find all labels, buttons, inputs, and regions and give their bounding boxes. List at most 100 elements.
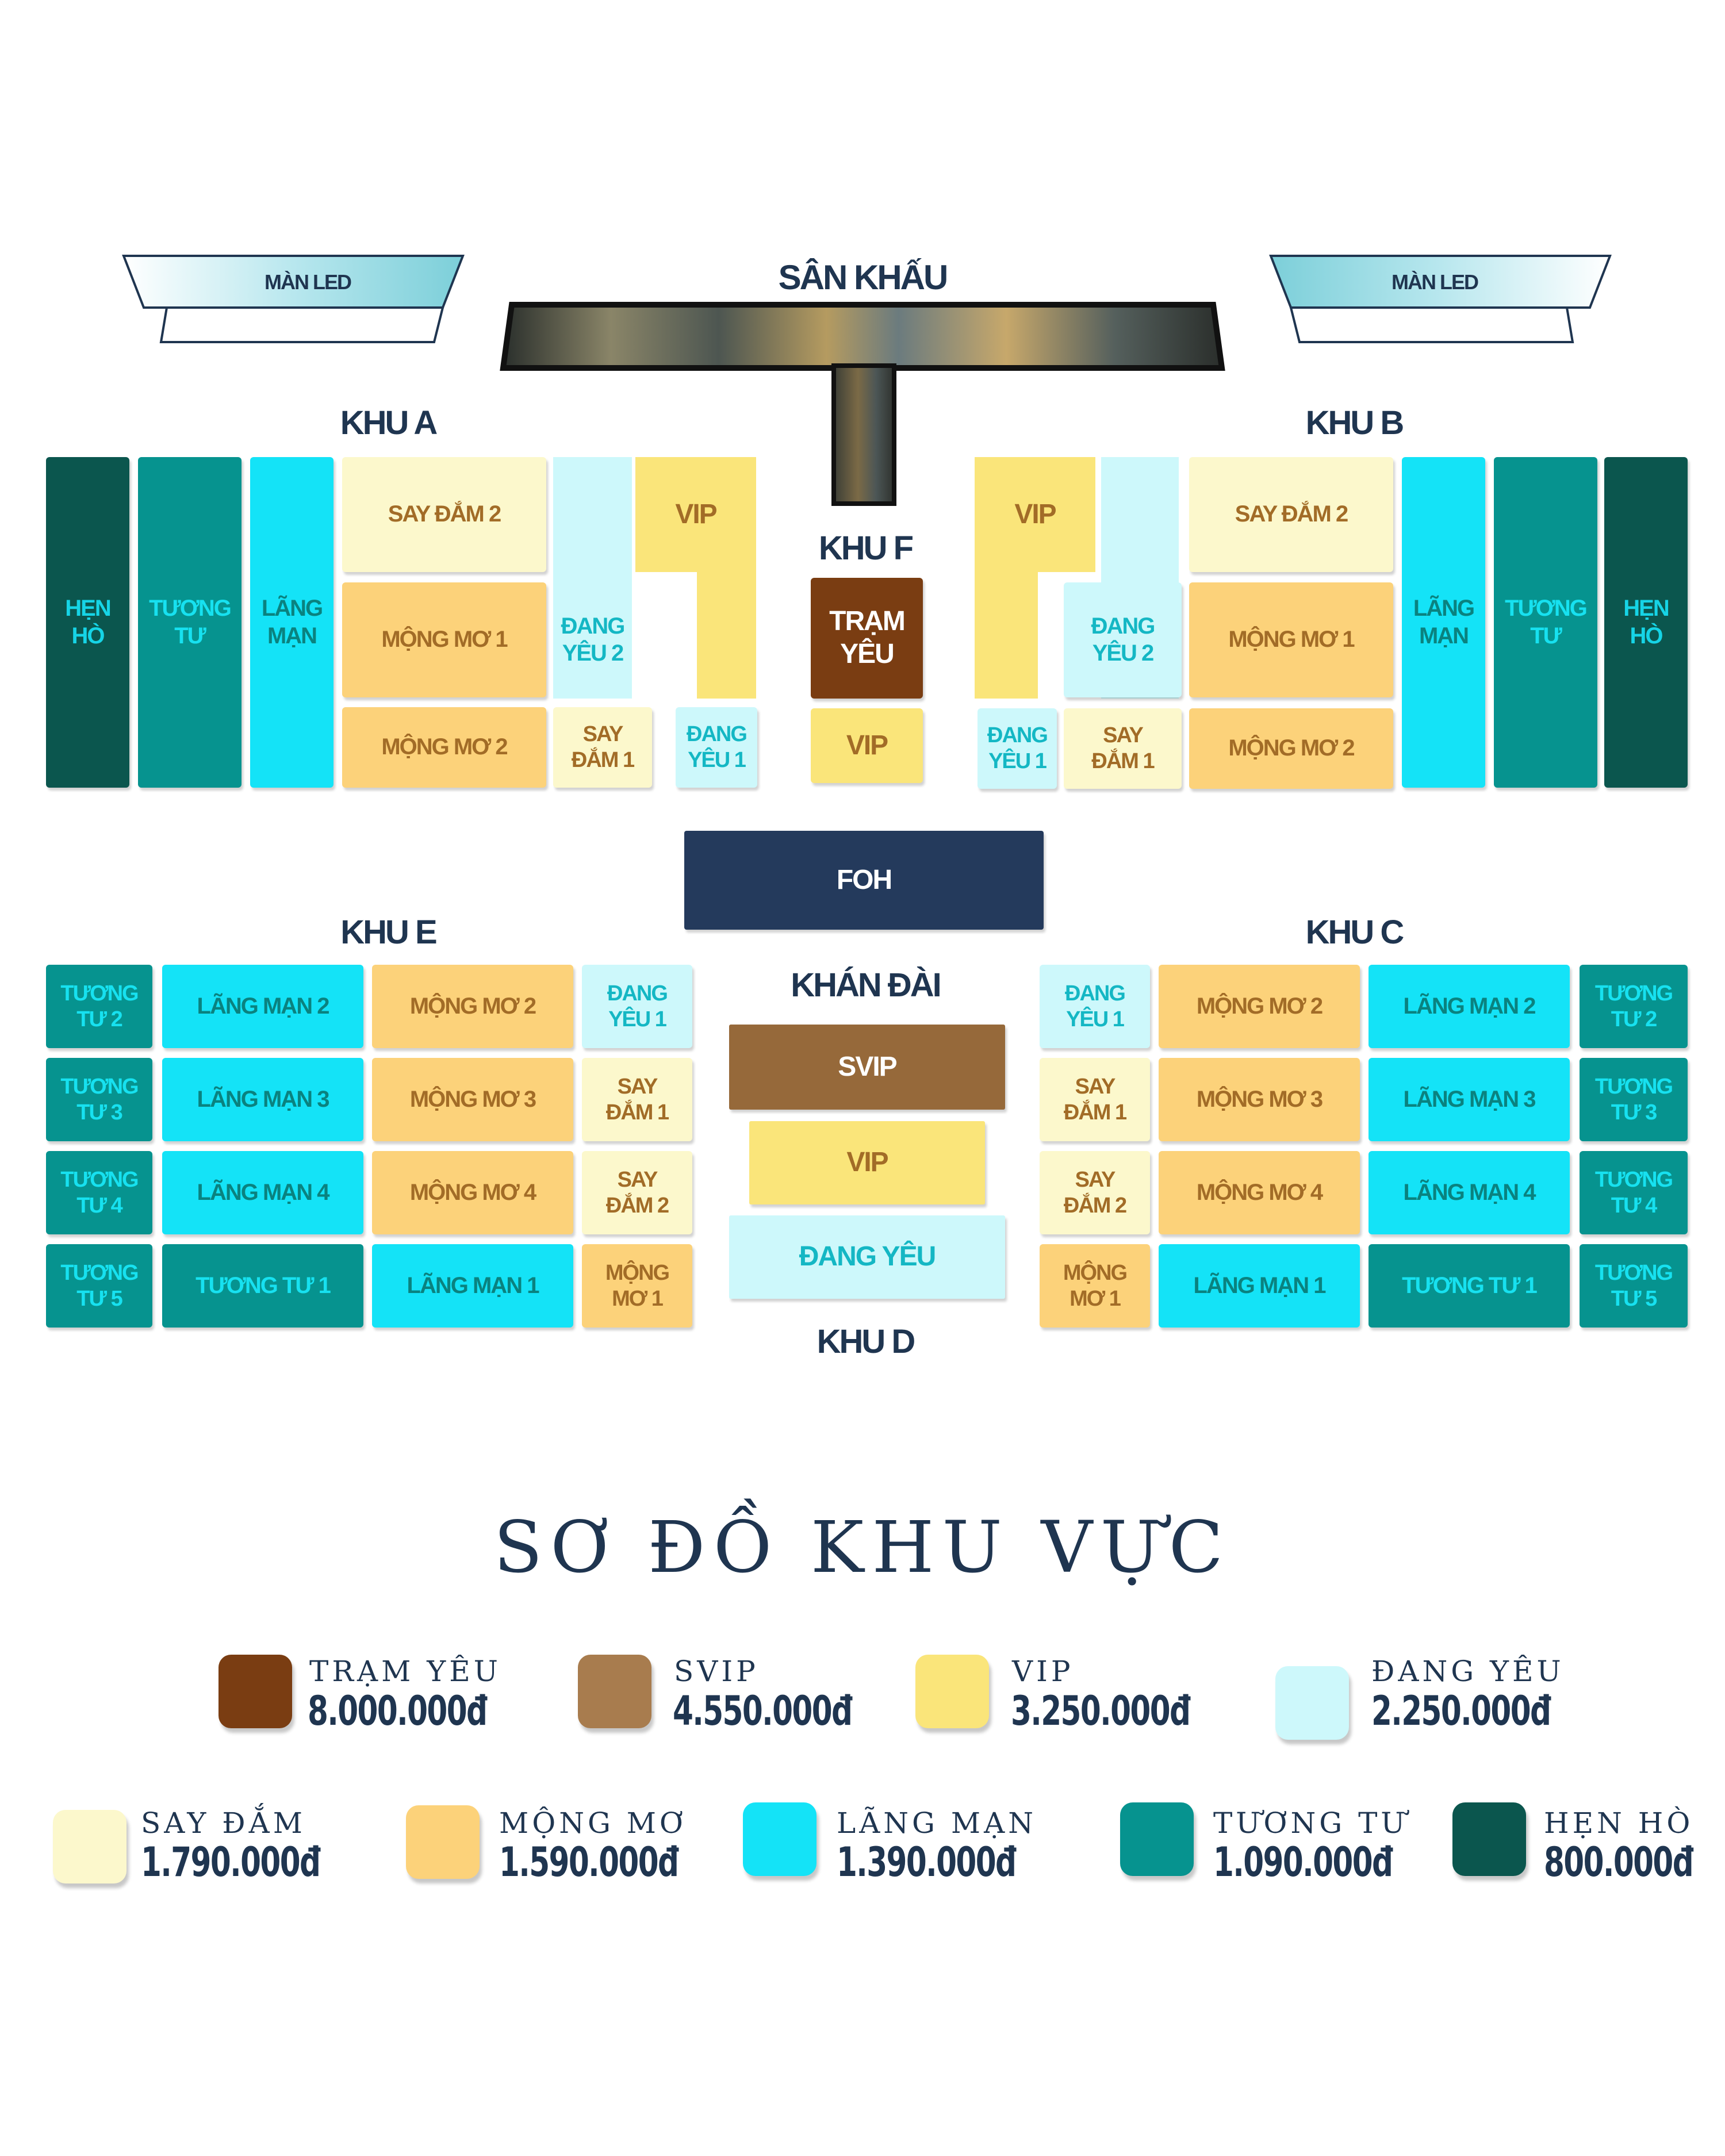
seat-c-mong-mo-4[interactable]: MỘNG MƠ 4 [1159, 1151, 1360, 1234]
led-right-label: MÀN LED [1392, 270, 1479, 294]
zone-label-e: KHU E [340, 914, 437, 951]
stage-area [122, 255, 1612, 506]
seat-d-dang-yeu[interactable]: ĐANG YÊU [729, 1215, 1005, 1299]
seat-e-tuong-tu-5[interactable]: TƯƠNG TƯ 5 [46, 1244, 152, 1328]
legend-price-hen-ho: 800.000đ [1544, 1839, 1694, 1886]
seat-b-vip-shape[interactable] [975, 457, 1101, 699]
seat-a-say-dam-2[interactable]: SAY ĐẮM 2 [342, 457, 546, 572]
legend-price-dang-yeu: 2.250.000đ [1371, 1687, 1551, 1735]
seat-b-mong-mo-2[interactable]: MỘNG MƠ 2 [1189, 708, 1393, 789]
led-screen-right [1269, 255, 1612, 343]
seat-e-mong-mo-3[interactable]: MỘNG MƠ 3 [372, 1058, 573, 1141]
seat-e-dang-yeu-1[interactable]: ĐANG YÊU 1 [582, 965, 692, 1048]
seat-f-vip[interactable]: VIP [811, 708, 923, 783]
legend-swatch-mong-mo [406, 1805, 480, 1879]
seat-a-hen-ho[interactable]: HẸN HÒ [46, 457, 129, 788]
seat-f-tram-yeu[interactable]: TRẠM YÊU [811, 578, 923, 699]
seat-c-lang-man-4[interactable]: LÃNG MẠN 4 [1368, 1151, 1570, 1234]
legend-price-lang-man: 1.390.000đ [837, 1839, 1017, 1886]
seat-b-hen-ho[interactable]: HẸN HÒ [1604, 457, 1688, 788]
seat-c-lang-man-2[interactable]: LÃNG MẠN 2 [1368, 965, 1570, 1048]
seat-c-tuong-tu-4[interactable]: TƯƠNG TƯ 4 [1580, 1151, 1688, 1234]
led-screen-left [122, 255, 465, 343]
legend-name-dang-yeu: ĐANG YÊU [1371, 1655, 1565, 1688]
seat-c-dang-yeu-1[interactable]: ĐANG YÊU 1 [1040, 965, 1150, 1048]
legend-name-tuong-tu: TƯƠNG TƯ [1213, 1806, 1409, 1840]
seat-e-mong-mo-4[interactable]: MỘNG MƠ 4 [372, 1151, 573, 1234]
seat-e-tuong-tu-2[interactable]: TƯƠNG TƯ 2 [46, 965, 152, 1048]
seat-e-tuong-tu-1[interactable]: TƯƠNG TƯ 1 [162, 1244, 363, 1328]
seat-e-mong-mo-1[interactable]: MỘNG MƠ 1 [582, 1244, 692, 1328]
legend-swatch-tram-yeu [218, 1655, 292, 1728]
zone-label-b: KHU B [1305, 404, 1405, 442]
seat-b-vip[interactable]: VIP [1014, 498, 1056, 530]
seat-e-lang-man-1[interactable]: LÃNG MẠN 1 [372, 1244, 573, 1328]
seat-e-say-dam-1[interactable]: SAY ĐẮM 1 [582, 1058, 692, 1141]
seat-e-mong-mo-2[interactable]: MỘNG MƠ 2 [372, 965, 573, 1048]
legend-name-say-dam: SAY ĐẮM [141, 1806, 306, 1840]
seat-b-lang-man[interactable]: LÃNG MẠN [1402, 457, 1485, 788]
seat-a-dang-yeu-2[interactable]: ĐANG YÊU 2 [561, 613, 626, 666]
zone-label-a: KHU A [340, 404, 438, 442]
legend-price-tuong-tu: 1.090.000đ [1213, 1839, 1393, 1886]
legend-name-hen-ho: HẸN HÒ [1544, 1806, 1694, 1840]
seat-e-lang-man-4[interactable]: LÃNG MẠN 4 [162, 1151, 363, 1234]
legend-swatch-svip [578, 1655, 651, 1728]
seat-a-vip[interactable]: VIP [675, 498, 717, 530]
seat-c-tuong-tu-1[interactable]: TƯƠNG TƯ 1 [1368, 1244, 1570, 1328]
seat-b-mong-mo-1[interactable]: MỘNG MƠ 1 [1189, 582, 1393, 697]
seat-b-say-dam-1[interactable]: SAY ĐẮM 1 [1064, 708, 1182, 789]
seat-a-vip-shape[interactable] [632, 457, 759, 699]
seat-b-tuong-tu[interactable]: TƯƠNG TƯ [1494, 457, 1597, 788]
seat-c-say-dam-1[interactable]: SAY ĐẮM 1 [1040, 1058, 1150, 1141]
seat-e-lang-man-3[interactable]: LÃNG MẠN 3 [162, 1058, 363, 1141]
legend-name-mong-mo: MỘNG MƠ [499, 1806, 687, 1840]
legend-swatch-lang-man [743, 1802, 816, 1876]
seat-c-say-dam-2[interactable]: SAY ĐẮM 2 [1040, 1151, 1150, 1234]
seat-a-tuong-tu[interactable]: TƯƠNG TƯ [138, 457, 241, 788]
seat-c-lang-man-1[interactable]: LÃNG MẠN 1 [1159, 1244, 1360, 1328]
legend-price-tram-yeu: 8.000.000đ [308, 1687, 488, 1735]
legend-name-svip: SVIP [674, 1655, 759, 1688]
legend-name-vip: VIP [1012, 1655, 1074, 1688]
seat-e-tuong-tu-4[interactable]: TƯƠNG TƯ 4 [46, 1151, 152, 1234]
seat-b-dang-yeu-2[interactable]: ĐANG YÊU 2 [1064, 582, 1182, 697]
seat-a-dang-yeu-2-shape[interactable] [553, 457, 637, 699]
map-title: SƠ ĐỒ KHU VỰC [493, 1506, 1232, 1589]
zone-label-khan-dai: KHÁN ĐÀI [791, 966, 942, 1004]
legend-price-svip: 4.550.000đ [673, 1687, 853, 1735]
seat-a-dang-yeu-1[interactable]: ĐANG YÊU 1 [676, 707, 757, 788]
seat-c-tuong-tu-5[interactable]: TƯƠNG TƯ 5 [1580, 1244, 1688, 1328]
seat-a-mong-mo-2[interactable]: MỘNG MƠ 2 [342, 707, 546, 788]
seat-e-tuong-tu-3[interactable]: TƯƠNG TƯ 3 [46, 1058, 152, 1141]
seat-d-vip[interactable]: VIP [749, 1121, 985, 1204]
legend-swatch-say-dam [53, 1810, 126, 1883]
seat-a-say-dam-1[interactable]: SAY ĐẮM 1 [553, 707, 652, 788]
stage-shape [500, 302, 1225, 506]
foh-box: FOH [684, 831, 1044, 930]
seat-b-say-dam-2[interactable]: SAY ĐẮM 2 [1189, 457, 1393, 572]
legend-swatch-hen-ho [1452, 1802, 1526, 1876]
seat-a-mong-mo-1[interactable]: MỘNG MƠ 1 [342, 582, 546, 697]
seat-c-lang-man-3[interactable]: LÃNG MẠN 3 [1368, 1058, 1570, 1141]
seat-a-lang-man[interactable]: LÃNG MẠN [250, 457, 334, 788]
seat-c-mong-mo-1[interactable]: MỘNG MƠ 1 [1040, 1244, 1150, 1328]
seat-b-dang-yeu-1[interactable]: ĐANG YÊU 1 [977, 708, 1057, 789]
zone-label-c: KHU C [1305, 914, 1405, 951]
stage-label: SÂN KHẤU [778, 258, 949, 297]
legend-price-say-dam: 1.790.000đ [141, 1839, 321, 1886]
seat-e-lang-man-2[interactable]: LÃNG MẠN 2 [162, 965, 363, 1048]
legend-price-mong-mo: 1.590.000đ [499, 1839, 679, 1886]
legend-name-lang-man: LÃNG MẠN [837, 1806, 1037, 1840]
seat-d-svip[interactable]: SVIP [729, 1025, 1005, 1110]
led-left-label: MÀN LED [264, 270, 352, 294]
legend-swatch-tuong-tu [1120, 1802, 1194, 1876]
seat-c-tuong-tu-3[interactable]: TƯƠNG TƯ 3 [1580, 1058, 1688, 1141]
seat-c-tuong-tu-2[interactable]: TƯƠNG TƯ 2 [1580, 965, 1688, 1048]
legend-name-tram-yeu: TRẠM YÊU [309, 1655, 501, 1688]
seat-e-say-dam-2[interactable]: SAY ĐẮM 2 [582, 1151, 692, 1234]
zone-label-f: KHU F [818, 530, 914, 567]
legend-price-vip: 3.250.000đ [1011, 1687, 1191, 1735]
seat-c-mong-mo-2[interactable]: MỘNG MƠ 2 [1159, 965, 1360, 1048]
seat-c-mong-mo-3[interactable]: MỘNG MƠ 3 [1159, 1058, 1360, 1141]
